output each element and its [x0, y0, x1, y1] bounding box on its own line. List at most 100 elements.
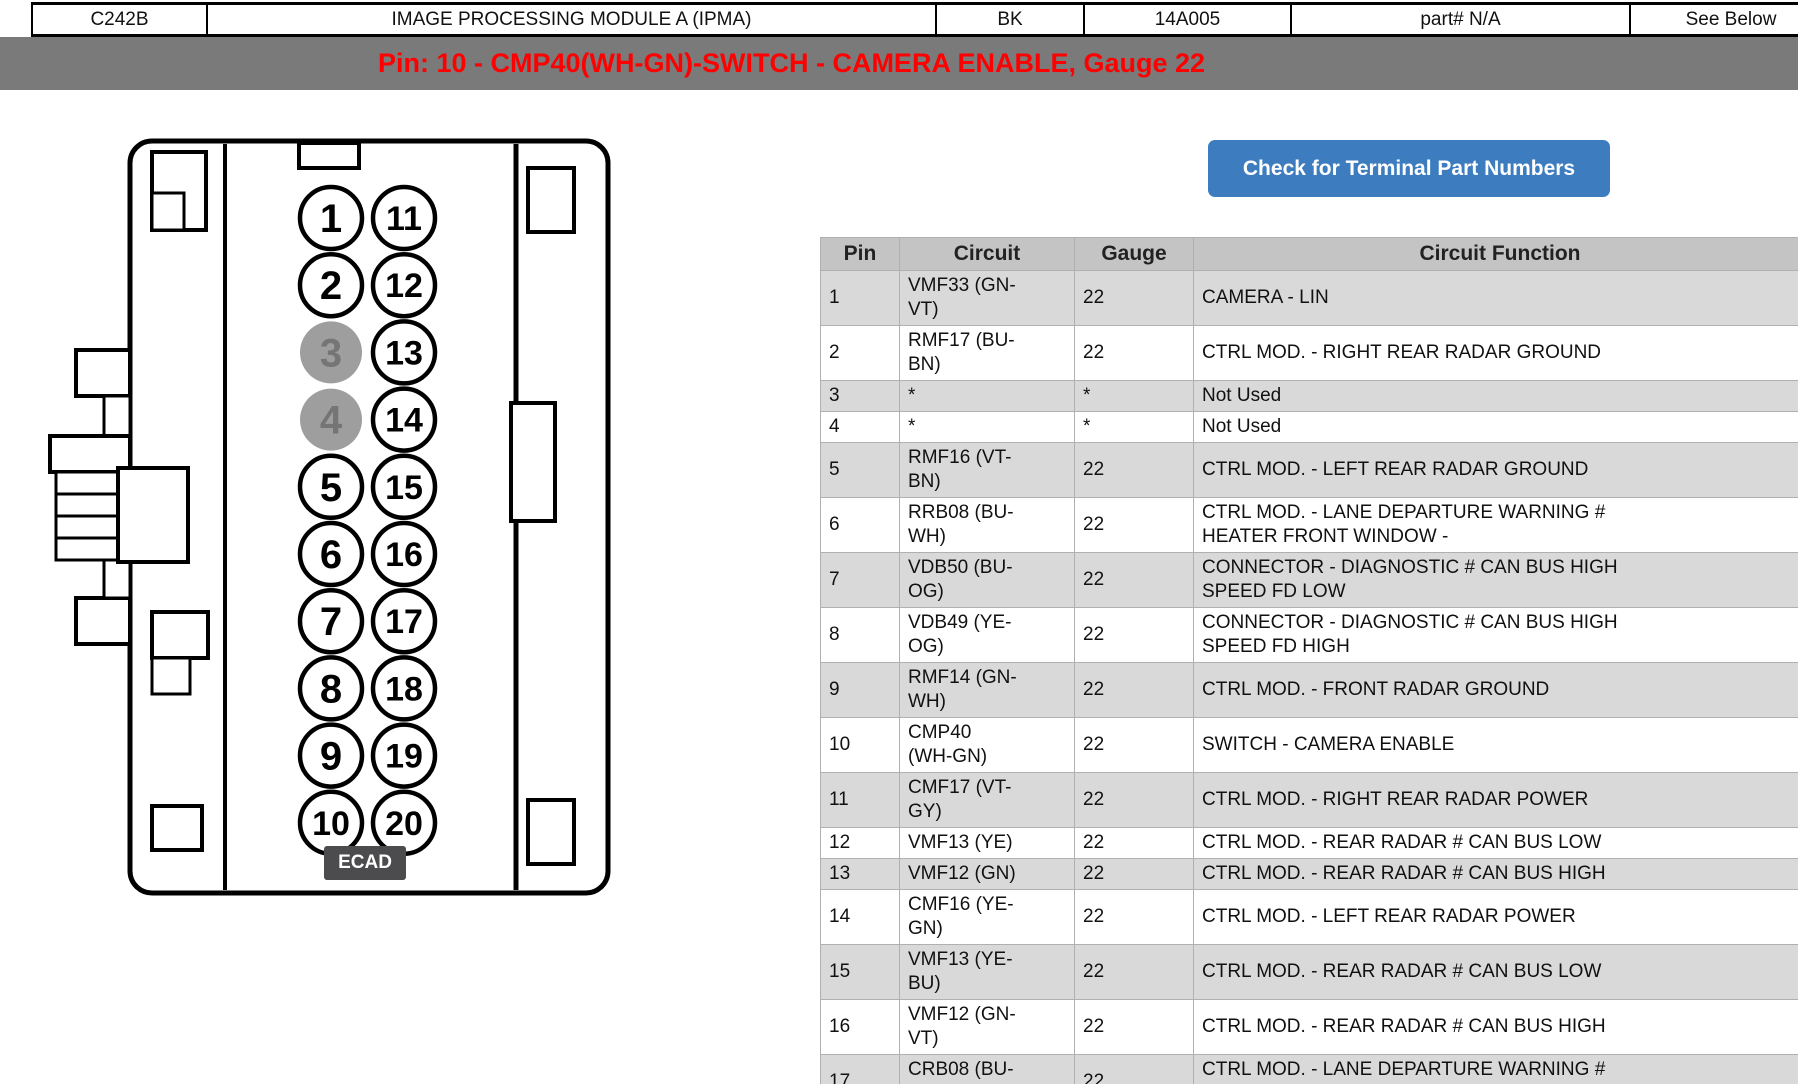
cell-pin: 11: [820, 772, 900, 829]
cell-circuit: RMF17 (BU-BN): [899, 325, 1075, 381]
cell-function: CAMERA - LIN: [1193, 270, 1798, 326]
cell-circuit: CMF17 (VT-GY): [899, 772, 1075, 829]
cell-circuit-text: CMF17 (VT-GY): [908, 777, 1012, 823]
pin-5-circle[interactable]: [297, 453, 365, 521]
cell-function: CTRL MOD. - LANE DEPARTURE WARNING # HEA…: [1193, 497, 1798, 554]
col-header-gauge: Gauge: [1074, 237, 1194, 271]
connector-lock-bottom: [74, 596, 132, 646]
cell-pin-text: 7: [829, 569, 840, 591]
pin-table-header-row: Pin Circuit Gauge Circuit Function Qua: [820, 237, 1798, 271]
cell-pin-text: 13: [829, 863, 851, 885]
cell-function: CTRL MOD. - REAR RADAR # CAN BUS HIGH: [1193, 858, 1798, 891]
pin-6-circle[interactable]: [297, 520, 365, 588]
cell-function: Not Used: [1193, 411, 1798, 444]
cell-gauge: 22: [1074, 442, 1194, 499]
cell-function: SWITCH - CAMERA ENABLE: [1193, 717, 1798, 774]
cell-gauge-text: 22: [1083, 1016, 1105, 1038]
pin-18-circle[interactable]: [370, 655, 438, 722]
pin-9-circle[interactable]: [297, 722, 365, 789]
cell-circuit: *: [899, 379, 1075, 413]
cell-gauge: 22: [1074, 944, 1194, 1001]
info-cell-module-name: IMAGE PROCESSING MODULE A (IPMA): [208, 5, 937, 34]
cell-circuit-text: VMF12 (GN-VT): [908, 1004, 1016, 1050]
cell-function-text: CTRL MOD. - LEFT REAR RADAR GROUND: [1202, 459, 1589, 481]
cell-circuit-text: RMF16 (VT-BN): [908, 447, 1012, 493]
cell-pin-text: 6: [829, 514, 840, 536]
cell-gauge-text: 22: [1083, 906, 1105, 928]
pin-4-circle[interactable]: [300, 388, 362, 451]
pin-table: Pin Circuit Gauge Circuit Function Qua 1…: [820, 237, 1798, 1084]
cell-gauge: 22: [1074, 325, 1194, 381]
pin-19-circle[interactable]: [370, 722, 438, 789]
terminal-part-numbers-button[interactable]: Check for Terminal Part Numbers: [1208, 140, 1610, 197]
cell-circuit-text: VMF12 (GN): [908, 863, 1016, 885]
cell-function-text: CTRL MOD. - LANE DEPARTURE WARNING # HEA…: [1202, 1059, 1606, 1084]
cell-circuit: RRB08 (BU-WH): [899, 497, 1075, 554]
cell-circuit-text: *: [908, 416, 916, 438]
info-cell-see-below: See Below: [1631, 5, 1798, 34]
cell-pin-text: 9: [829, 679, 840, 701]
cell-pin: 4: [820, 411, 900, 444]
pin-8-circle[interactable]: [297, 655, 365, 722]
pin-3-circle[interactable]: [300, 321, 362, 384]
cell-gauge: 22: [1074, 858, 1194, 891]
pin-7-circle[interactable]: [297, 587, 365, 655]
pin-20-circle[interactable]: [370, 789, 438, 857]
cell-pin: 6: [820, 497, 900, 554]
info-cell-color: BK: [937, 5, 1085, 34]
cell-gauge: 22: [1074, 662, 1194, 719]
cell-circuit-text: RMF14 (GN-WH): [908, 667, 1017, 713]
pin-2-circle[interactable]: [297, 251, 365, 319]
pin-13-circle[interactable]: [370, 319, 438, 386]
connector-top-tab: [297, 141, 361, 170]
pin-17-circle[interactable]: [370, 587, 438, 655]
pin-1-circle[interactable]: [297, 184, 365, 252]
connector-info-row: C242B IMAGE PROCESSING MODULE A (IPMA) B…: [31, 2, 1798, 37]
cell-circuit-text: VMF13 (YE-BU): [908, 949, 1013, 995]
cell-circuit: RMF16 (VT-BN): [899, 442, 1075, 499]
cell-function: CONNECTOR - DIAGNOSTIC # CAN BUS HIGH SP…: [1193, 552, 1798, 609]
connector-details: [48, 138, 611, 896]
cell-function-text: Not Used: [1202, 416, 1282, 438]
info-cell-part-number: part# N/A: [1292, 5, 1631, 34]
pin-15-circle[interactable]: [370, 453, 438, 521]
cell-function-text: CTRL MOD. - RIGHT REAR RADAR POWER: [1202, 789, 1589, 811]
pin-16-circle[interactable]: [370, 520, 438, 588]
cell-gauge-text: 22: [1083, 679, 1105, 701]
cell-gauge-text: 22: [1083, 1071, 1105, 1084]
pin-row-4[interactable]: 4**Not Used: [820, 411, 1798, 444]
col-header-function: Circuit Function: [1193, 237, 1798, 271]
pin-11-circle[interactable]: [370, 184, 438, 252]
module-name-text: IMAGE PROCESSING MODULE A (IPMA): [391, 8, 752, 30]
cell-function-text: CAMERA - LIN: [1202, 286, 1329, 308]
pin-14-circle[interactable]: [370, 386, 438, 453]
pin-row-3[interactable]: 3**Not Used: [820, 379, 1798, 413]
pin-10-circle[interactable]: [297, 789, 365, 857]
connector-slot-mid-right: [509, 401, 557, 523]
pin-12-circle[interactable]: [370, 251, 438, 319]
connector-slot-top-right: [526, 166, 576, 234]
cell-gauge: *: [1074, 379, 1194, 413]
connector-lock-top: [74, 348, 132, 398]
cell-function: CTRL MOD. - RIGHT REAR RADAR GROUND: [1193, 325, 1798, 381]
info-cell-connector-id: C242B: [33, 5, 208, 34]
cell-pin: 9: [820, 662, 900, 719]
cell-gauge-text: 22: [1083, 961, 1105, 983]
